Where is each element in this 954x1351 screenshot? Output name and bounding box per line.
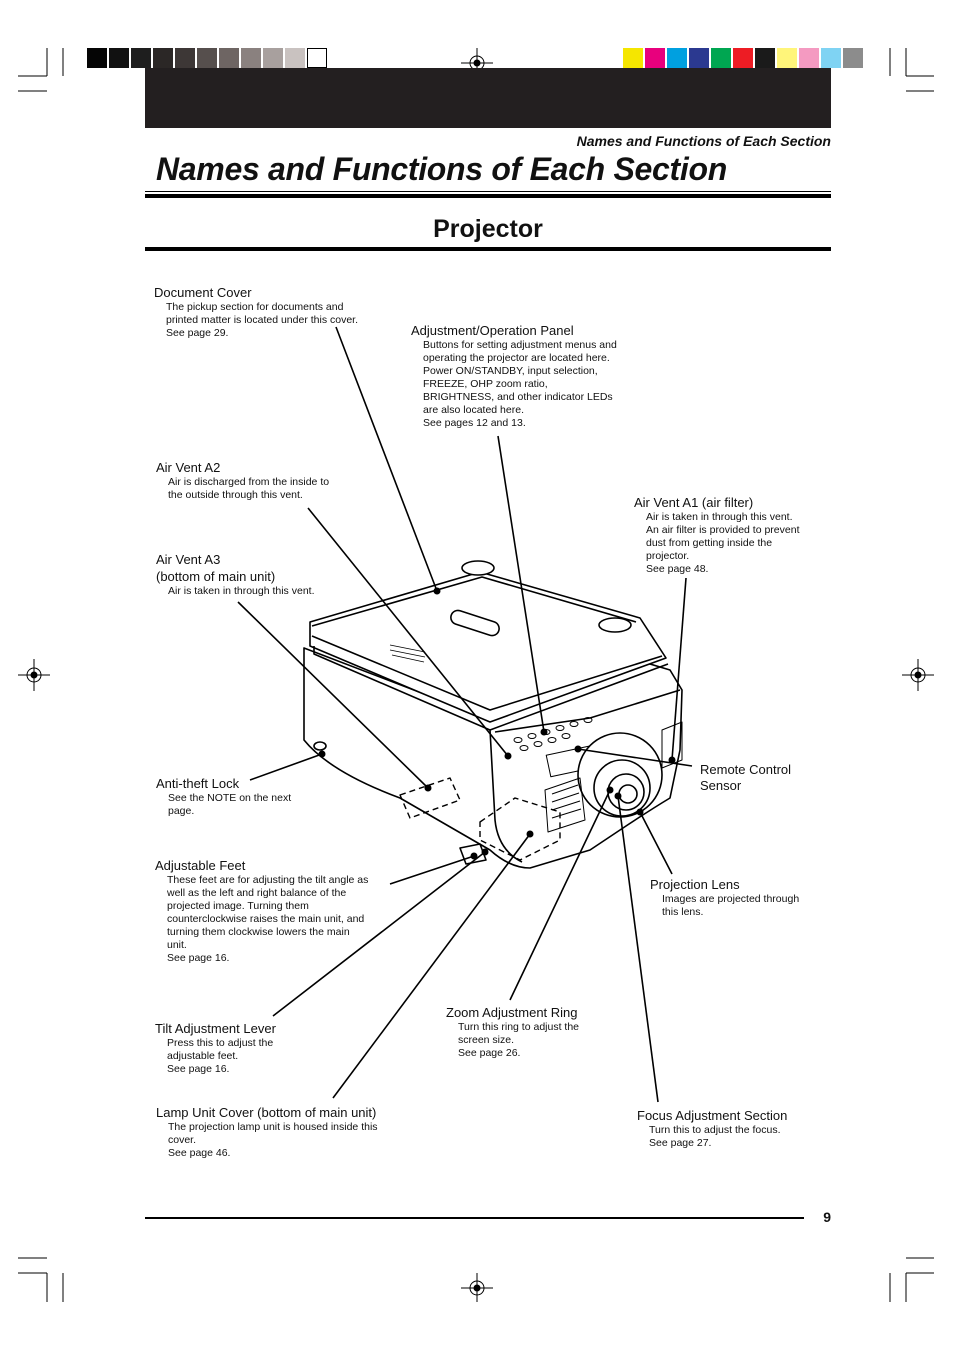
callout-title: Zoom Adjustment Ring <box>446 1005 578 1020</box>
callout-title: Air Vent A3 (bottom of main unit) <box>156 552 276 584</box>
callout-title: Document Cover <box>154 285 252 300</box>
color-swatch <box>87 48 107 68</box>
callout-title: Remote Control Sensor <box>700 762 792 793</box>
registration-mark-left <box>18 659 50 691</box>
callout-body: The pickup section for documents and pri… <box>166 301 359 339</box>
callout-title: Air Vent A1 (air filter) <box>634 495 754 510</box>
page-title: Names and Functions of Each Section <box>156 151 727 187</box>
callout-air-vent-a1: Air Vent A1 (air filter) Air is taken in… <box>634 495 800 576</box>
running-title: Names and Functions of Each Section <box>576 133 831 149</box>
title-rule-thick <box>145 194 831 198</box>
callout-body: Buttons for setting adjustment menus and… <box>423 339 617 429</box>
color-swatch <box>109 48 129 68</box>
callout-title: Focus Adjustment Section <box>637 1108 788 1123</box>
color-swatch <box>799 48 819 68</box>
color-swatch <box>153 48 173 68</box>
footer-rule <box>145 1217 804 1219</box>
callout-title: Lamp Unit Cover (bottom of main unit) <box>156 1105 377 1120</box>
color-swatch <box>777 48 797 68</box>
callout-tilt-lever: Tilt Adjustment Lever Press this to adju… <box>155 1021 276 1076</box>
callout-air-vent-a3: Air Vent A3 (bottom of main unit) Air is… <box>156 551 315 598</box>
callout-adjustable-feet: Adjustable Feet These feet are for adjus… <box>155 858 368 965</box>
callout-air-vent-a2: Air Vent A2 Air is discharged from the i… <box>156 460 329 502</box>
color-swatch <box>285 48 305 68</box>
color-swatch <box>197 48 217 68</box>
color-swatch <box>821 48 841 68</box>
color-swatch <box>667 48 687 68</box>
callout-body: Air is discharged from the inside to the… <box>168 476 330 501</box>
callout-focus-section: Focus Adjustment Section Turn this to ad… <box>637 1108 787 1150</box>
callout-body: Air is taken in through this vent. <box>168 585 315 597</box>
callout-zoom-ring: Zoom Adjustment Ring Turn this ring to a… <box>446 1005 579 1060</box>
color-swatch <box>263 48 283 68</box>
callout-adjustment-panel: Adjustment/Operation Panel Buttons for s… <box>411 323 617 430</box>
section-rule <box>145 247 831 251</box>
callout-lamp-cover: Lamp Unit Cover (bottom of main unit) Th… <box>156 1105 378 1160</box>
page-number: 9 <box>823 1209 831 1225</box>
color-swatch <box>843 48 863 68</box>
color-swatch <box>711 48 731 68</box>
color-swatch <box>645 48 665 68</box>
callout-anti-theft-lock: Anti-theft Lock See the NOTE on the next… <box>156 776 291 818</box>
callout-title: Air Vent A2 <box>156 460 221 475</box>
callout-title: Adjustable Feet <box>155 858 246 873</box>
header-band <box>145 68 831 128</box>
color-swatch <box>689 48 709 68</box>
callout-body: See the NOTE on the next page. <box>168 792 292 817</box>
callout-body: Turn this to adjust the focus. See page … <box>649 1124 781 1149</box>
callout-document-cover: Document Cover The pickup section for do… <box>154 285 358 340</box>
color-swatch <box>175 48 195 68</box>
callout-body: Press this to adjust the adjustable feet… <box>167 1037 274 1075</box>
section-title: Projector <box>433 215 543 243</box>
callout-title: Adjustment/Operation Panel <box>411 323 574 338</box>
callout-body: The projection lamp unit is housed insid… <box>168 1121 378 1159</box>
color-swatch <box>241 48 261 68</box>
callout-body: These feet are for adjusting the tilt an… <box>167 874 369 964</box>
projector-illustration <box>303 560 683 869</box>
color-swatch <box>219 48 239 68</box>
color-swatch <box>307 48 327 68</box>
registration-mark-bottom <box>461 1273 493 1302</box>
title-rule <box>145 191 831 192</box>
callout-title: Projection Lens <box>650 877 740 892</box>
callout-remote-sensor: Remote Control Sensor <box>700 762 791 794</box>
callout-title: Tilt Adjustment Lever <box>155 1021 276 1036</box>
registration-mark-right <box>902 659 934 691</box>
callout-projection-lens: Projection Lens Images are projected thr… <box>650 877 799 919</box>
callout-body: Air is taken in through this vent. An ai… <box>646 511 800 575</box>
callout-title: Anti-theft Lock <box>156 776 240 791</box>
callout-body: Images are projected through this lens. <box>662 893 800 918</box>
color-swatch <box>733 48 753 68</box>
callout-body: Turn this ring to adjust the screen size… <box>458 1021 580 1059</box>
color-swatch <box>131 48 151 68</box>
color-swatch <box>755 48 775 68</box>
color-swatch <box>623 48 643 68</box>
